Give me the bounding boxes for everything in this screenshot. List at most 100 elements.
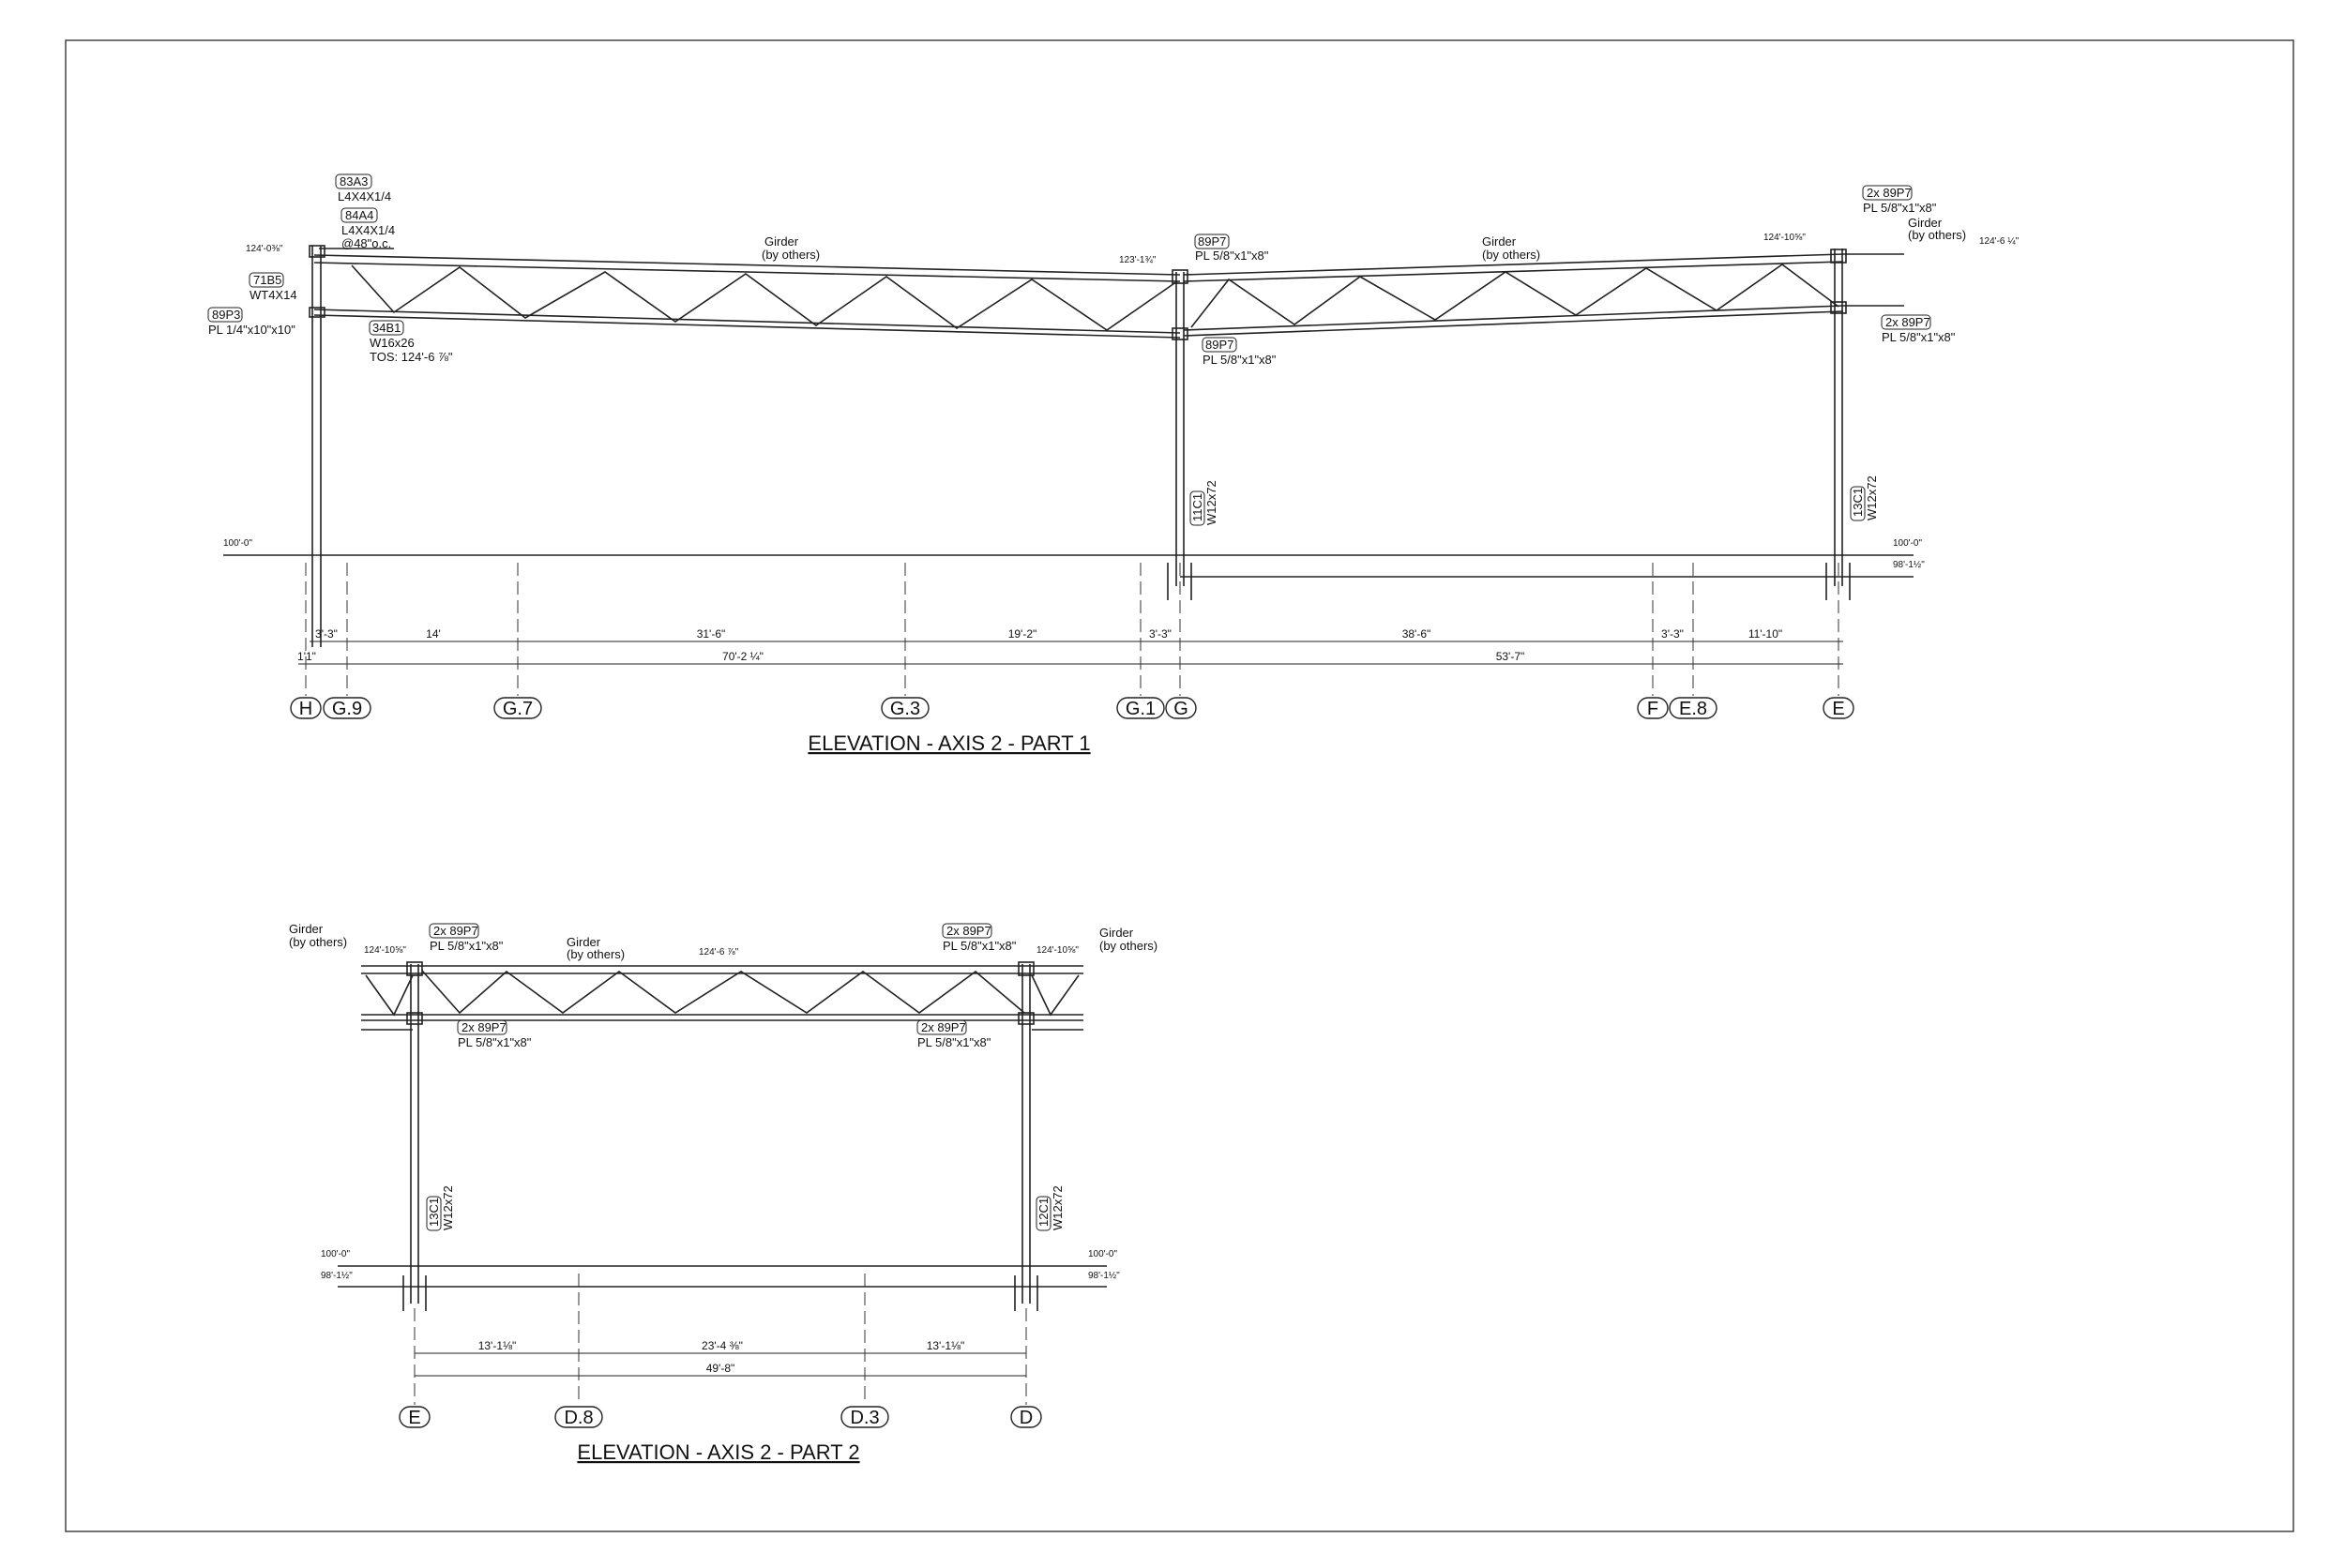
dim-value: 3'-3"	[1661, 627, 1684, 641]
grid-bubble-g1	[1116, 697, 1165, 719]
girder-label: Girder	[1482, 234, 1517, 249]
plate-89p7-bottom	[1172, 327, 1188, 340]
top-chord-1b	[313, 262, 1181, 282]
plate-bottom-right	[1018, 1012, 1035, 1025]
grid-label: G.3	[890, 699, 920, 719]
member-section: L4X4X1/4	[338, 189, 391, 204]
grid-bubbles-part2	[399, 1406, 1042, 1428]
member-tag: 89P3	[212, 308, 240, 322]
member-section: W16x26	[370, 336, 415, 350]
tag-box	[1881, 314, 1931, 330]
column-tag: 13C1	[1851, 488, 1865, 517]
bottom-chord-2	[1183, 305, 1844, 331]
grid-bubbles-part1	[290, 697, 1854, 719]
end-web-left	[365, 974, 414, 1017]
grid-label: D	[1020, 1408, 1033, 1428]
end-web-right	[1031, 974, 1080, 1017]
grid-label: G.1	[1126, 699, 1156, 719]
grid-label: H	[299, 699, 312, 719]
girder-label: (by others)	[1099, 939, 1157, 953]
grid-bubble-g3	[881, 697, 930, 719]
grid-bubble-d8	[554, 1406, 603, 1428]
grid-bubble-f	[1637, 697, 1669, 719]
column-tag: 13C1	[427, 1198, 441, 1227]
girder-label: (by others)	[567, 947, 625, 961]
bottom-chord-1	[313, 309, 1181, 334]
bottom-chord-2b	[1183, 310, 1844, 337]
dim-value: 70'-2 ¼"	[722, 650, 764, 663]
member-tag: 2x 89P7	[1867, 186, 1912, 200]
grid-bubble-e8	[1669, 697, 1717, 719]
girder-label: Girder	[764, 234, 799, 249]
member-tag: 2x 89P7	[461, 1020, 507, 1034]
tag-box	[916, 1019, 967, 1035]
grid-bubble-e	[1823, 697, 1854, 719]
member-section: PL 5/8"x1"x8"	[917, 1035, 991, 1049]
grid-label: E.8	[1679, 699, 1707, 719]
member-tag: 89P7	[1198, 234, 1226, 249]
plate-top-left	[406, 961, 423, 976]
dim-value: 19'-2"	[1008, 627, 1037, 641]
elevation-marker: 98'-1½"	[1893, 560, 1925, 570]
column-section: W12x72	[441, 1185, 455, 1230]
top-chord-1	[313, 254, 1181, 276]
grid-bubble-d	[1010, 1406, 1042, 1428]
column-section: W12x72	[1051, 1185, 1065, 1230]
elevation-title-part2: ELEVATION - AXIS 2 - PART 2	[577, 1440, 859, 1464]
grid-bubble-h	[290, 697, 322, 719]
dimensions-part1: 3'-3" 14' 31'-6" 19'-2" 3'-3" 38'-6" 3'-…	[297, 627, 1782, 663]
grid-label: G	[1173, 699, 1188, 719]
grid-label: E	[408, 1408, 420, 1428]
dim-value: 3'-3"	[1149, 627, 1172, 641]
column-section: W12x72	[1204, 480, 1218, 525]
plate-71b5	[309, 245, 325, 258]
column-tag: 12C1	[1036, 1198, 1051, 1227]
dim-value: 13'-1⅛"	[478, 1339, 517, 1352]
elevation-marker: 124'-10⅝"	[364, 945, 406, 956]
elevation-part-1	[223, 245, 1914, 665]
top-chord-2	[1183, 253, 1844, 276]
plate-2x89p7-top	[1830, 249, 1847, 264]
elevation-marker: 124'-6 ⅞"	[699, 947, 739, 957]
tag-box	[340, 207, 378, 223]
member-section: PL 5/8"x1"x8"	[430, 939, 504, 953]
member-section: PL 1/4"x10"x10"	[208, 323, 295, 337]
tag-box	[1189, 490, 1205, 526]
plate-89p7-top	[1172, 269, 1188, 284]
member-tag: 84A4	[345, 208, 373, 222]
member-section: PL 5/8"x1"x8"	[1882, 330, 1956, 344]
tag-box	[1850, 486, 1866, 521]
grid-label: D.8	[564, 1408, 593, 1428]
elevation-marker: 100'-0"	[1088, 1249, 1117, 1259]
tag-box	[942, 923, 992, 939]
girder-label: (by others)	[1908, 228, 1966, 242]
grid-bubble-d3	[840, 1406, 889, 1428]
grid-label: G.7	[503, 699, 533, 719]
elevation-marker: 123'-1¾"	[1119, 255, 1157, 265]
tag-box	[457, 1019, 507, 1035]
elevation-marker: 124'-6 ¼"	[1979, 235, 2020, 247]
dimensions-part2: 13'-1⅛" 23'-4 ⅜" 13'-1⅛" 49'-8"	[478, 1339, 965, 1375]
tag-box	[1862, 185, 1913, 201]
member-section: L4X4X1/4	[341, 223, 395, 237]
girder-label: (by others)	[1482, 248, 1540, 262]
bottom-chord-1b	[313, 314, 1181, 339]
member-tag: 2x 89P7	[433, 924, 478, 938]
tag-box	[369, 320, 404, 336]
member-section: PL 5/8"x1"x8"	[1863, 201, 1937, 215]
column-section: W12x72	[1865, 475, 1879, 520]
tag-box	[1194, 234, 1230, 249]
girder-label: (by others)	[762, 248, 820, 262]
dim-value: 53'-7"	[1496, 650, 1525, 663]
grid-bubble-g9	[323, 697, 371, 719]
elevation-marker: 100'-0"	[321, 1249, 350, 1259]
grid-label: G.9	[332, 699, 362, 719]
plate-top-right	[1018, 961, 1035, 976]
column-tags-part1: 11C1 W12x72 13C1 W12x72	[1189, 475, 1879, 526]
member-callouts-part2: Girder (by others) 2x 89P7 PL 5/8"x1"x8"…	[289, 922, 1157, 1049]
girder-label: (by others)	[289, 935, 347, 949]
member-section: PL 5/8"x1"x8"	[943, 939, 1017, 953]
dim-value: 11'-10"	[1748, 627, 1782, 641]
dim-value: 38'-6"	[1402, 627, 1431, 641]
plate-bottom-left	[406, 1012, 423, 1025]
